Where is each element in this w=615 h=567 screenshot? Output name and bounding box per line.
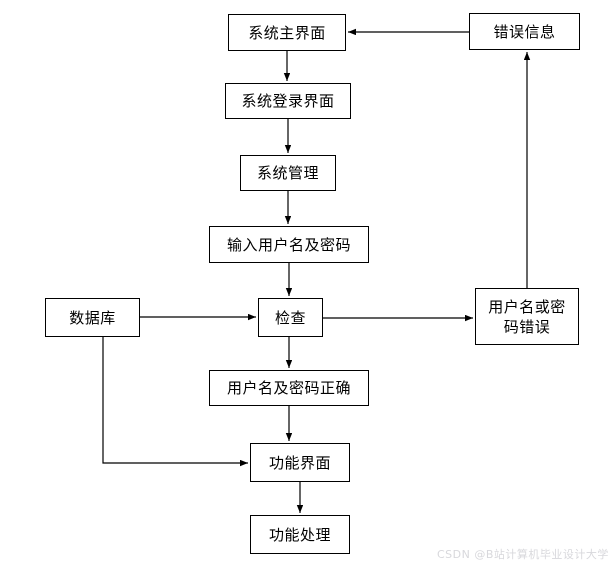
- node-main-interface[interactable]: 系统主界面: [228, 14, 346, 51]
- node-function-process[interactable]: 功能处理: [250, 515, 350, 554]
- node-system-manage[interactable]: 系统管理: [240, 155, 336, 191]
- node-check[interactable]: 检查: [258, 298, 323, 337]
- node-credential-ok[interactable]: 用户名及密码正确: [209, 370, 369, 406]
- node-credential-error[interactable]: 用户名或密 码错误: [475, 288, 579, 345]
- node-database[interactable]: 数据库: [45, 298, 140, 337]
- node-login-interface[interactable]: 系统登录界面: [225, 83, 351, 119]
- csdn-watermark: CSDN @B站计算机毕业设计大学: [437, 548, 609, 561]
- edge-db-to-function: [102, 337, 248, 467]
- node-function-ui[interactable]: 功能界面: [250, 443, 350, 482]
- node-input-credentials[interactable]: 输入用户名及密码: [209, 226, 369, 263]
- node-error-message[interactable]: 错误信息: [469, 13, 580, 50]
